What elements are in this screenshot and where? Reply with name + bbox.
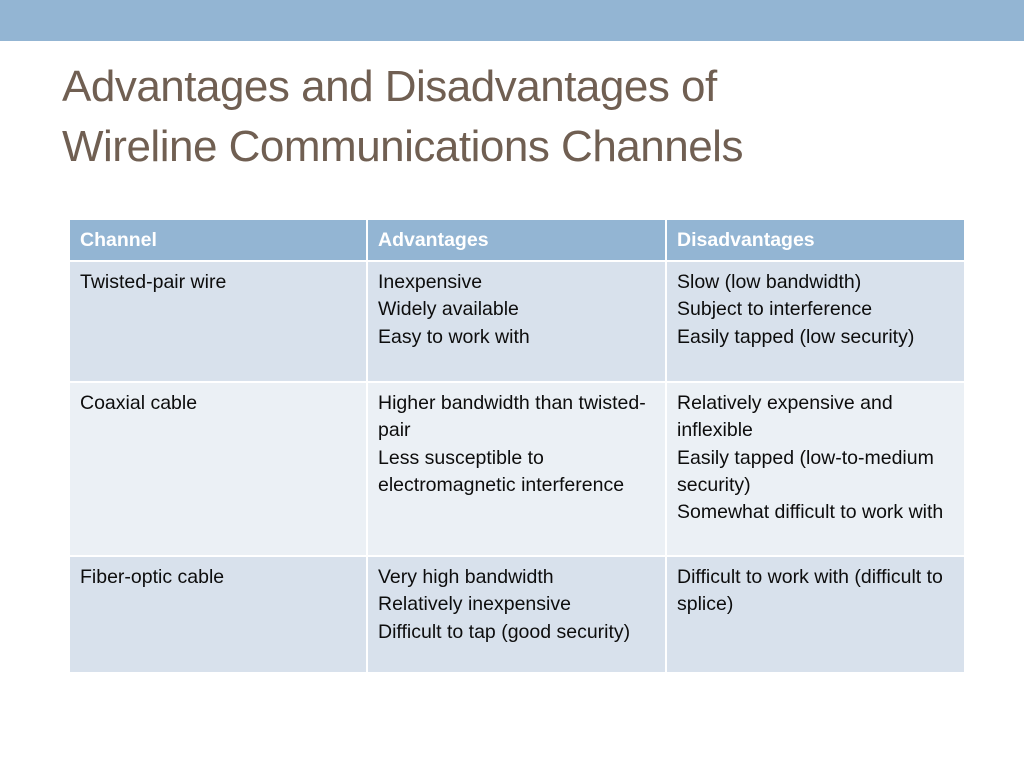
advantages-cell: Very high bandwidth Relatively inexpensi… [366, 555, 667, 674]
advantage-item: Easy to work with [378, 325, 530, 348]
advantage-item: Widely available [378, 298, 519, 321]
slide-title: Advantages and Disadvantages of Wireline… [62, 57, 962, 177]
advantage-item: Very high bandwidth [378, 566, 554, 588]
disadvantage-item: Difficult to work with (difficult to spl… [677, 566, 943, 616]
title-line-2: Wireline Communications Channels [62, 122, 743, 171]
table-header-row: Channel Advantages Disadvantages [68, 218, 966, 262]
advantages-cell: Higher bandwidth than twisted-pair Less … [366, 381, 667, 557]
table-row: Coaxial cable Higher bandwidth than twis… [68, 381, 966, 557]
channel-cell: Twisted-pair wire [68, 260, 368, 383]
advantage-item: Inexpensive [378, 271, 483, 293]
disadvantages-cell: Difficult to work with (difficult to spl… [665, 555, 966, 674]
disadvantage-item: Subject to interference [677, 298, 873, 321]
disadvantage-item: Somewhat difficult to work with [677, 501, 944, 524]
advantage-item: Less susceptible to electromagnetic inte… [378, 446, 625, 496]
header-disadvantages: Disadvantages [665, 218, 966, 262]
disadvantages-cell: Slow (low bandwidth) Subject to interfer… [665, 260, 966, 383]
disadvantage-item: Relatively expensive and inflexible [677, 392, 893, 442]
channel-cell: Coaxial cable [68, 381, 368, 557]
channels-table: Channel Advantages Disadvantages Twisted… [68, 218, 966, 674]
disadvantage-item: Slow (low bandwidth) [677, 271, 862, 293]
disadvantage-item: Easily tapped (low-to-medium security) [677, 446, 934, 496]
disadvantages-cell: Relatively expensive and inflexible Easi… [665, 381, 966, 557]
title-line-1: Advantages and Disadvantages of [62, 62, 717, 111]
table-row: Twisted-pair wire Inexpensive Widely ava… [68, 260, 966, 383]
disadvantage-item: Easily tapped (low security) [677, 325, 915, 348]
channel-cell: Fiber-optic cable [68, 555, 368, 674]
advantage-item: Higher bandwidth than twisted-pair [378, 392, 646, 442]
top-decorative-band [0, 0, 1024, 41]
advantages-cell: Inexpensive Widely available Easy to wor… [366, 260, 667, 383]
header-advantages: Advantages [366, 218, 667, 262]
advantage-item: Relatively inexpensive [378, 593, 571, 616]
advantage-item: Difficult to tap (good security) [378, 620, 631, 643]
table-row: Fiber-optic cable Very high bandwidth Re… [68, 555, 966, 674]
header-channel: Channel [68, 218, 368, 262]
